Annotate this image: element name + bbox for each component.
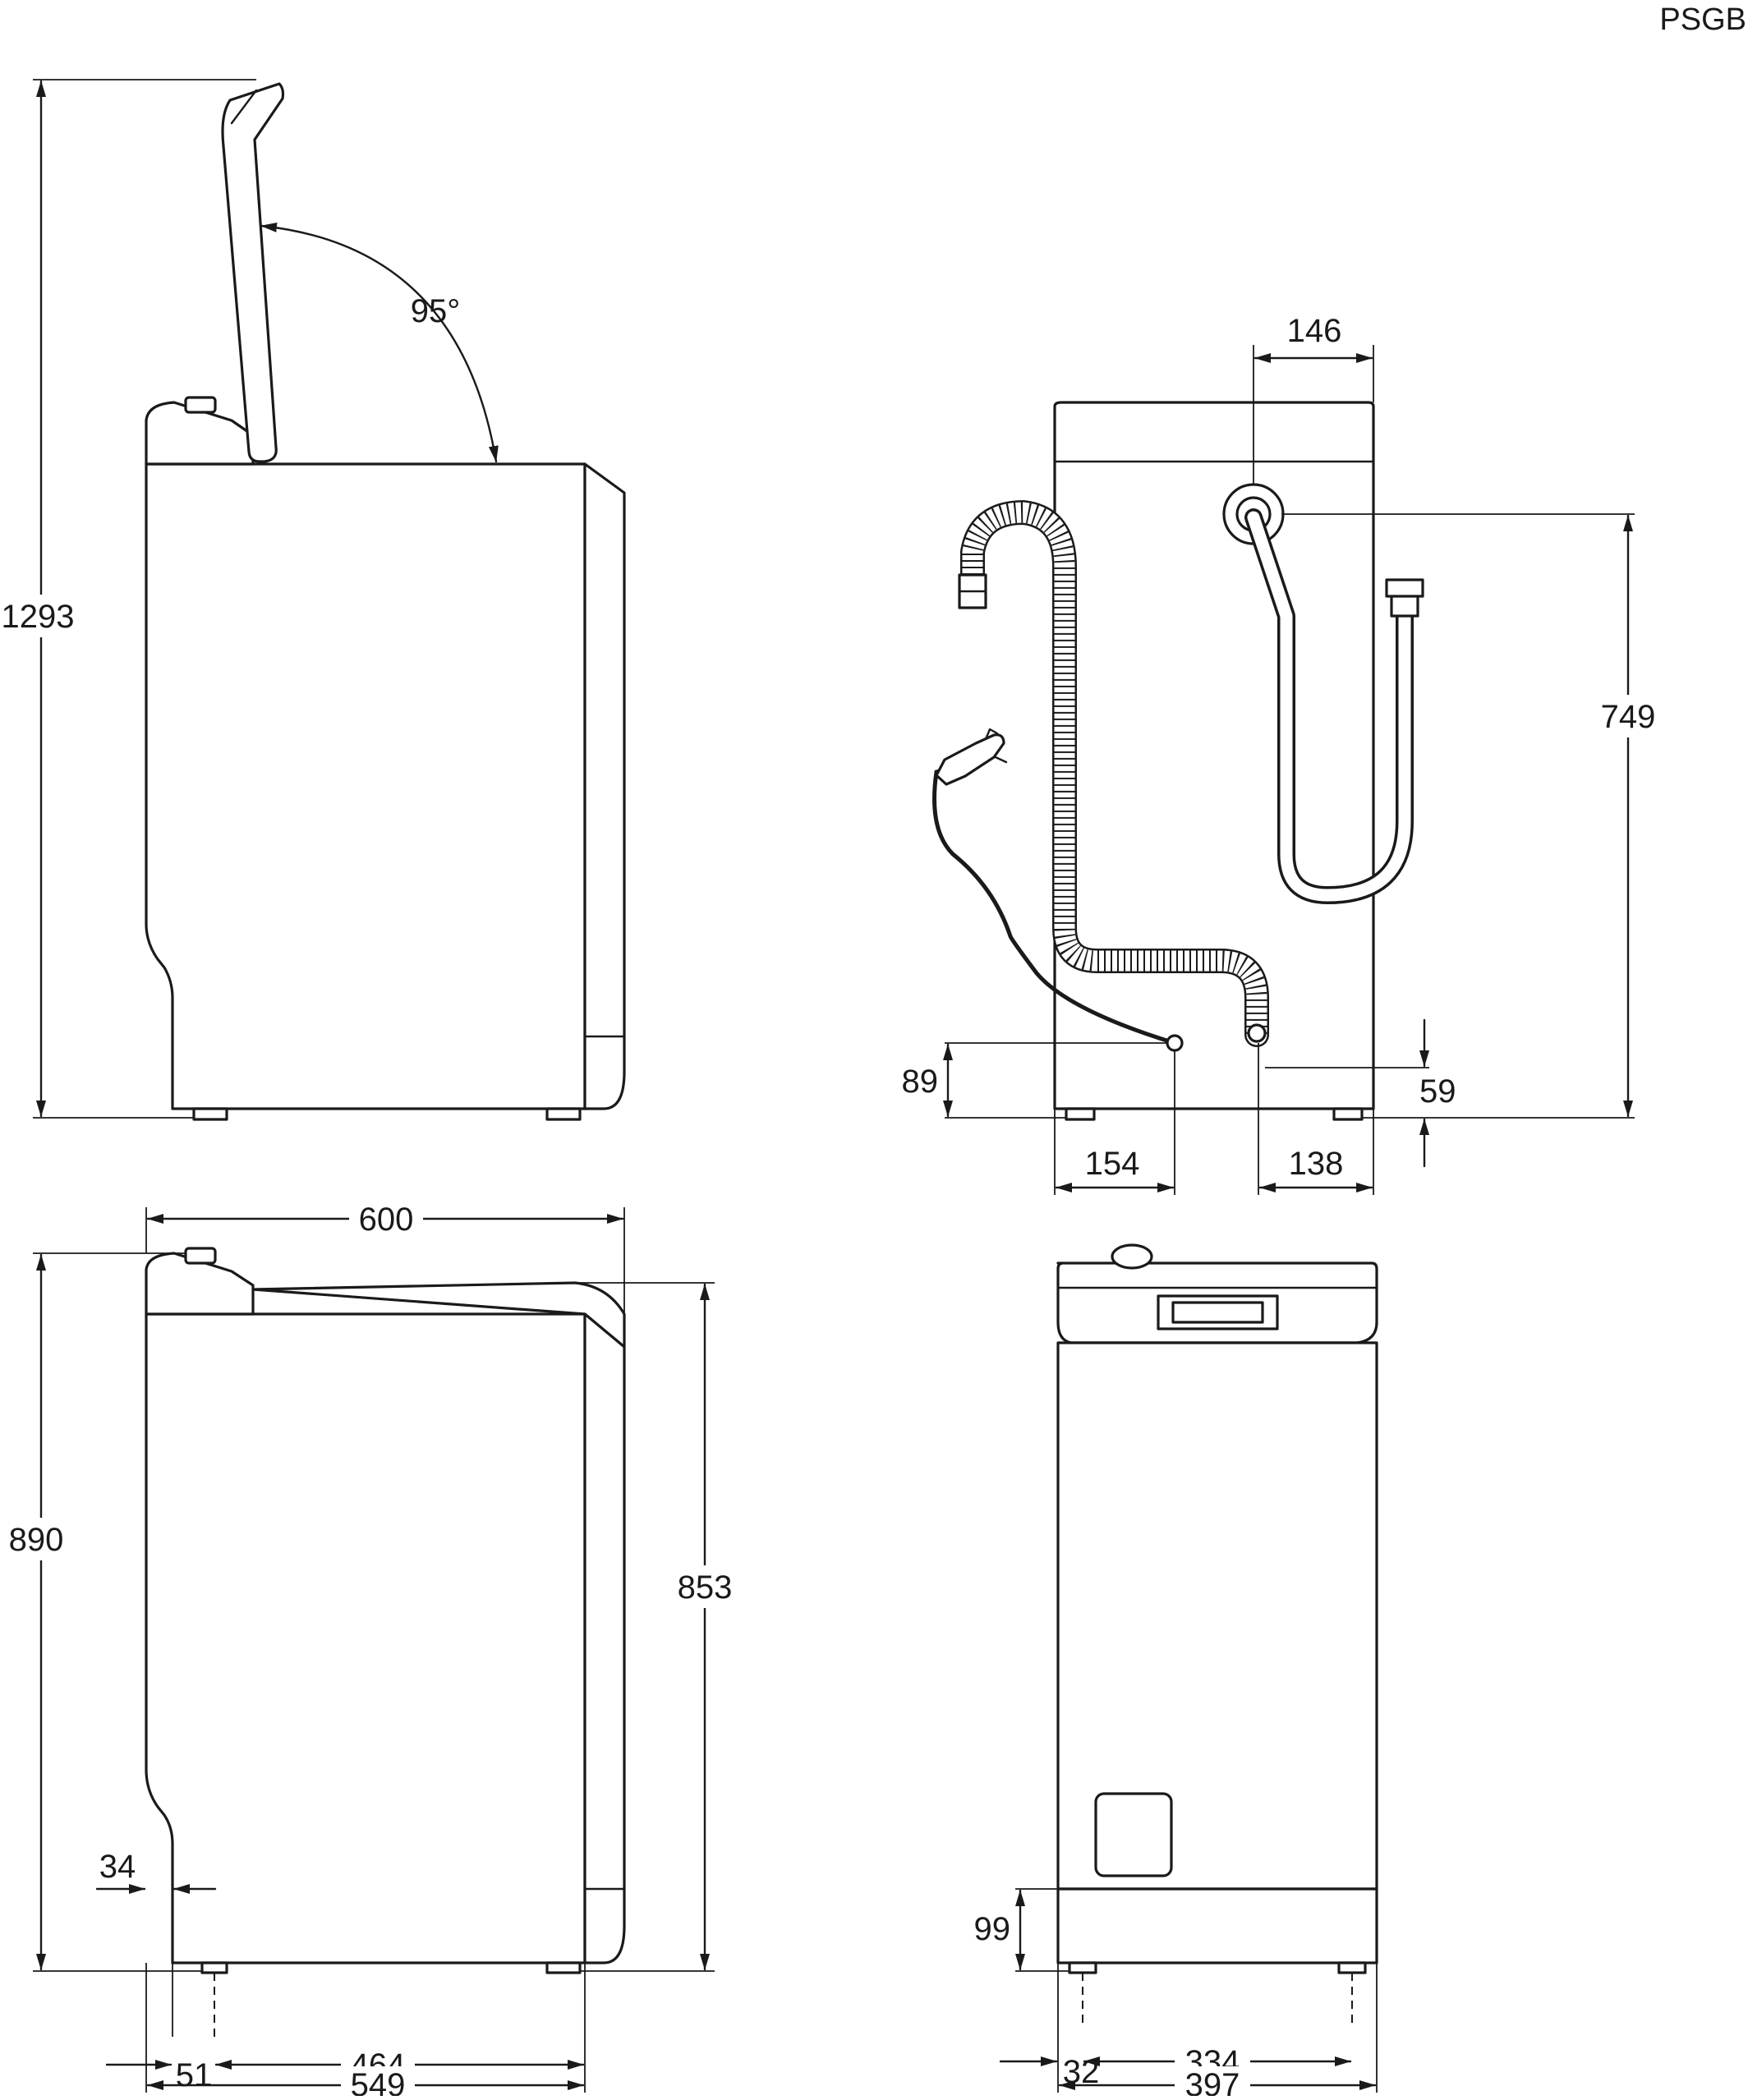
control-panel [145,401,255,466]
foot [1332,1107,1364,1121]
side-body-outline [145,1312,586,1964]
power-cord [932,765,1177,1045]
filter-service-panel [1094,1792,1173,1877]
height-lid-open-label: 1293 [2,599,75,635]
power-cord-height-label: 89 [902,1064,939,1100]
drain-outlet [1247,1023,1267,1043]
program-knob [184,396,217,414]
variant-code: PSGB [1659,2,1746,37]
lid-angle-label: 95° [411,293,461,329]
machine-body-outline [145,462,586,1110]
rear-view: 146 749 89 59 154 138 [902,313,1661,1195]
power-cord-offset-label: 154 [1085,1146,1140,1182]
rear-body-outline [1053,401,1375,1110]
drain-height-label: 59 [1419,1073,1456,1110]
front-view: 99 32 334 397 [974,1243,1378,2100]
height-total-label: 890 [9,1522,64,1558]
power-cord-exit [1166,1034,1184,1052]
foot-offset-label: 51 [176,2057,213,2093]
depth-label: 549 [351,2067,406,2096]
height-body-label: 853 [678,1569,733,1606]
foot [1068,1961,1097,1974]
control-panel [145,1252,255,1316]
power-plug-icon [935,733,1005,786]
foot-setback-label: 34 [99,1849,136,1885]
side-view-lid-open: 95° 1293 [0,79,626,1121]
side-view: 600 890 853 34 51 464 549 [3,1197,739,2100]
foot [200,1961,228,1974]
lid-angle-arc [260,222,499,463]
foot [545,1107,582,1121]
foot [1337,1961,1367,1974]
inlet-offset-label: 146 [1287,313,1342,349]
program-knob [1111,1243,1153,1270]
width-label: 600 [359,1202,414,1238]
width-label: 397 [1185,2067,1240,2096]
body-side-panel [583,1312,626,1964]
open-lid [221,82,285,463]
body-side-panel [583,462,626,1110]
program-knob [184,1247,217,1265]
foot [192,1107,228,1121]
foot [545,1961,582,1974]
foot [1065,1107,1096,1121]
plinth [1056,1887,1378,1964]
plinth-height-label: 99 [974,1911,1011,1947]
drain-offset-label: 138 [1289,1146,1344,1182]
inlet-height-label: 749 [1601,699,1656,735]
